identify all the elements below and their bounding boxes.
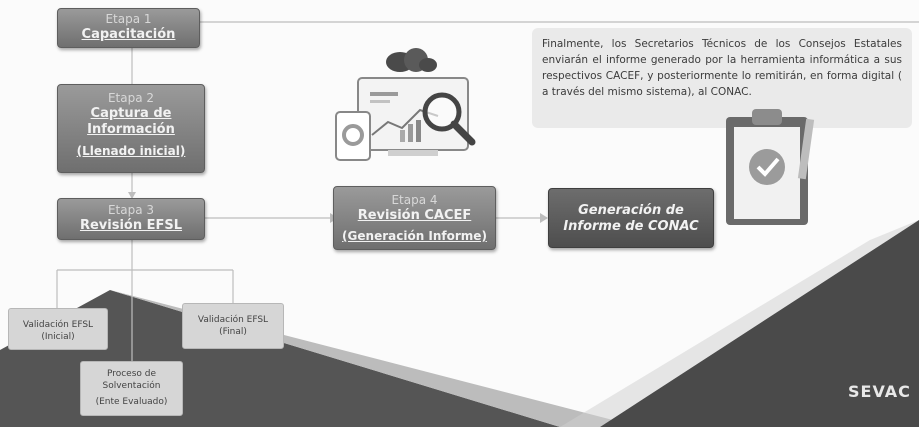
cloud-icon — [386, 48, 437, 72]
background-triangle-right-light — [560, 220, 919, 427]
validacion-final-box: Validación EFSL (Final) — [182, 303, 284, 349]
stage-4-title: Revisión CACEF — [357, 208, 472, 223]
solventacion-line1: Proceso de — [106, 369, 157, 379]
final-step-line1: Generación de — [578, 203, 684, 218]
validacion-final-line1: Validación EFSL — [197, 315, 269, 325]
validacion-inicial-line1: Validación EFSL — [22, 320, 94, 330]
stage-2-box: Etapa 2 Captura de Información (Llenado … — [57, 84, 205, 173]
solventacion-line3: (Ente Evaluado) — [95, 397, 168, 407]
final-step-box: Generación de Informe de CONAC — [548, 188, 714, 248]
validacion-inicial-line2: (Inicial) — [41, 332, 75, 342]
stage-3-box: Etapa 3 Revisión EFSL — [57, 198, 205, 240]
stage-1-title: Capacitación — [81, 27, 176, 42]
stage-3-title: Revisión EFSL — [79, 218, 183, 233]
clipboard-check-icon — [726, 109, 815, 225]
validacion-inicial-box: Validación EFSL (Inicial) — [8, 308, 108, 350]
stage-4-label: Etapa 4 — [391, 193, 438, 207]
stage-2-subtitle: (Llenado inicial) — [76, 144, 186, 158]
stage-4-box: Etapa 4 Revisión CACEF (Generación Infor… — [333, 186, 496, 250]
analytics-dashboard-icon — [335, 48, 476, 161]
stage-1-label: Etapa 1 — [105, 12, 152, 26]
brand-logo: SEVAC — [848, 382, 911, 401]
stage-4-subtitle: (Generación Informe) — [342, 229, 487, 243]
stage-2-label: Etapa 2 — [107, 91, 155, 105]
final-step-line2: Informe de CONAC — [563, 219, 699, 234]
solventacion-line2: Solventación — [102, 381, 161, 391]
stage-1-box: Etapa 1 Capacitación — [57, 8, 200, 48]
stage-3-label: Etapa 3 — [107, 203, 155, 217]
magnifier-icon — [422, 92, 476, 146]
pencil-icon — [797, 118, 815, 180]
stage-2-title-line2: Información — [87, 122, 175, 137]
validacion-final-line2: (Final) — [219, 327, 247, 337]
final-note: Finalmente, los Secretarios Técnicos de … — [532, 28, 912, 128]
solventacion-box: Proceso de Solventación (Ente Evaluado) — [80, 361, 183, 416]
stage-2-title-line1: Captura de — [90, 106, 172, 121]
